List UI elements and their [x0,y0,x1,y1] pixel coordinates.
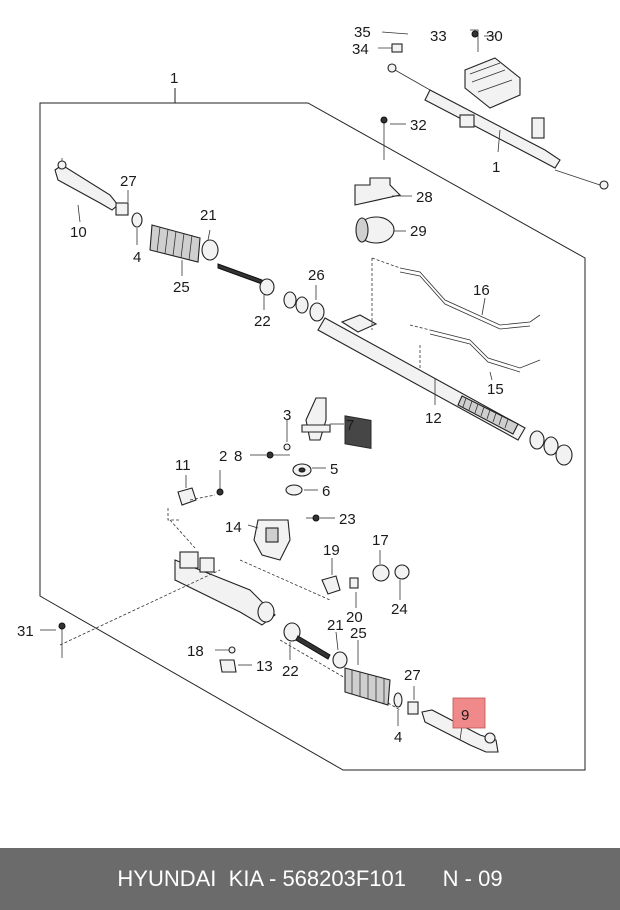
label-18: 18 [187,643,204,660]
label-22b: 22 [282,663,299,680]
label-14: 14 [225,519,242,536]
bracket-group [354,116,412,244]
highlight-box [452,697,486,729]
label-6: 6 [322,483,330,500]
label-25: 25 [173,279,190,296]
label-30: 30 [486,28,503,45]
label-34: 34 [352,41,369,58]
label-19: 19 [323,542,340,559]
label-10: 10 [70,224,87,241]
label-1b: 1 [492,159,500,176]
label-4b: 4 [394,729,402,746]
label-27: 27 [120,173,137,190]
label-29: 29 [410,223,427,240]
label-5: 5 [330,461,338,478]
label-21: 21 [200,207,217,224]
rack-housing-group [283,257,573,466]
label-15: 15 [487,381,504,398]
label-8: 8 [234,448,242,465]
label-22: 22 [254,313,271,330]
label-27b: 27 [404,667,421,684]
label-26: 26 [308,267,325,284]
label-13: 13 [256,658,273,675]
label-17: 17 [372,532,389,549]
label-28: 28 [416,189,433,206]
label-3: 3 [283,407,291,424]
part-labels: 1 35 34 33 30 1 32 28 29 27 10 4 21 25 2… [17,24,504,746]
valve-group [167,397,344,521]
label-23: 23 [339,511,356,528]
label-2: 2 [219,448,227,465]
label-1: 1 [170,70,178,87]
assembly-frame [39,88,586,771]
label-16: 16 [473,282,490,299]
label-25b: 25 [350,625,367,642]
pinion-group [247,514,410,608]
label-35: 35 [354,24,371,41]
label-4: 4 [133,249,141,266]
label-7: 7 [346,417,354,434]
parts-diagram: 1 35 34 33 30 1 32 28 29 27 10 4 21 25 2… [17,24,609,771]
label-32: 32 [410,117,427,134]
label-11: 11 [175,457,191,474]
label-9: 9 [461,707,469,724]
footer-text: HYUNDAI KIA - 568203F101 N - 09 [117,866,503,891]
label-20: 20 [346,609,363,626]
label-31: 31 [17,623,34,640]
lower-rack-body [59,519,401,711]
lower-left-fasteners [40,622,252,673]
label-33: 33 [430,28,447,45]
left-tie-rod-group [54,158,275,310]
label-12: 12 [425,410,442,427]
label-21b: 21 [327,617,344,634]
assembled-rack-view [378,29,609,190]
right-tie-rod-group [283,622,499,753]
label-24: 24 [391,601,408,618]
part-number-footer: HYUNDAI KIA - 568203F101 N - 09 [0,848,620,910]
